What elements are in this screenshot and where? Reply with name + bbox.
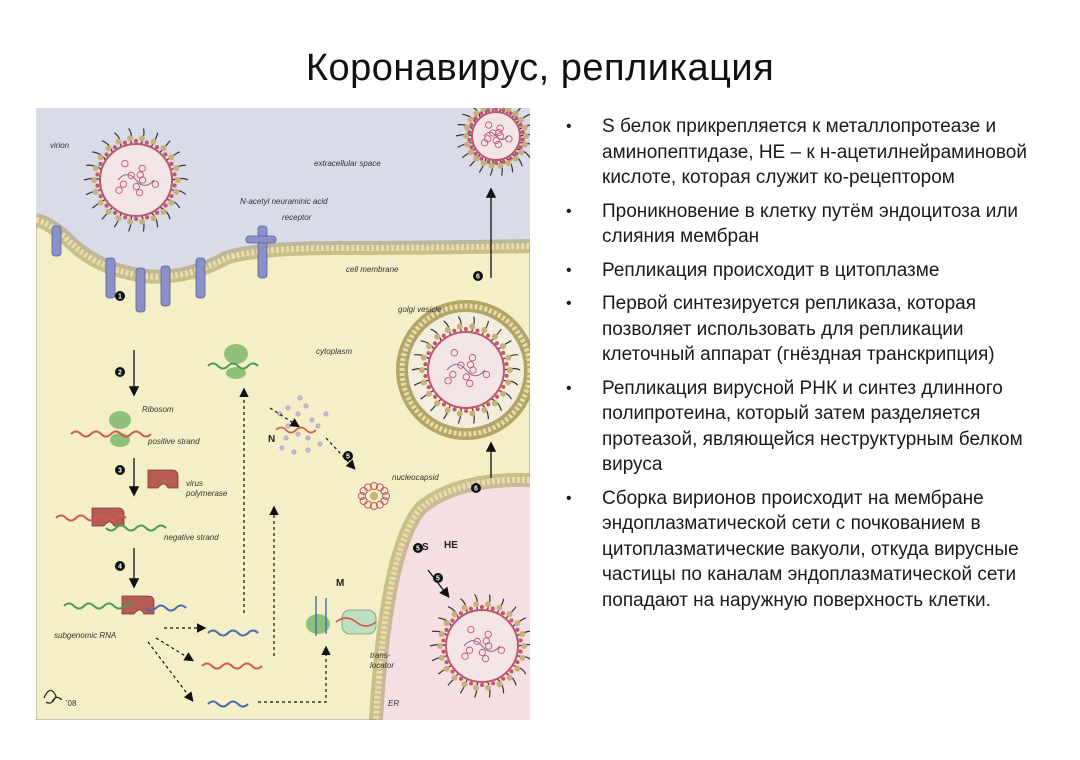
- label-n: N: [268, 434, 275, 445]
- label-nana: N-acetyl neuraminic acid: [240, 197, 328, 206]
- virion-released: [455, 108, 530, 176]
- svg-text:3: 3: [118, 468, 122, 475]
- label-virion: virion: [50, 141, 70, 150]
- bullet-dot: •: [566, 379, 572, 397]
- mrna-1: [207, 629, 259, 637]
- label-negative: negative strand: [164, 533, 219, 542]
- bullet-text: Проникновение в клетку путём эндоцитоза …: [602, 200, 1019, 248]
- bullet-text: Репликация вирусной РНК и синтез длинног…: [602, 377, 1023, 476]
- label-virus: virus: [186, 479, 203, 488]
- label-receptor: receptor: [282, 213, 312, 222]
- label-he: HE: [444, 540, 458, 551]
- arrow-dashed-2: [155, 637, 195, 662]
- bullet-dot: •: [566, 202, 572, 220]
- svg-text:6: 6: [474, 486, 478, 493]
- virion-budding: [429, 594, 530, 698]
- bullet-item: • S белок прикрепляется к металлопротеазе…: [560, 114, 1060, 191]
- bullet-dot: •: [566, 489, 572, 507]
- bullet-dot: •: [566, 118, 572, 135]
- receptor: [51, 225, 277, 313]
- positive-strand-rna: [70, 430, 152, 438]
- virion-entering: [83, 128, 189, 232]
- coronavirus-replication-diagram: 1 2 3 4 5 5 5 6 6 virion extracellular s…: [36, 108, 530, 720]
- arrow-dashed-n: [325, 437, 356, 470]
- ribosome-2: [224, 344, 248, 379]
- arrow-dashed-3: [147, 641, 194, 702]
- signature-mark: [43, 689, 63, 704]
- label-subgenomic: subgenomic RNA: [54, 631, 116, 640]
- svg-text:1: 1: [118, 294, 122, 301]
- label-s: S: [422, 542, 429, 553]
- subgenomic-rna-blue: [145, 604, 187, 612]
- bullet-text: Сборка вирионов происходит на мембране э…: [602, 487, 1019, 611]
- bullet-item: • Репликация происходит в цитоплазме: [560, 258, 1060, 284]
- svg-text:6: 6: [476, 274, 480, 281]
- bullet-item: • Репликация вирусной РНК и синтез длинно…: [560, 376, 1060, 478]
- label-polymerase: polymerase: [185, 489, 228, 498]
- n-protein-cluster: [277, 395, 329, 455]
- bullet-item: • Первой синтезируется репликаза, которая…: [560, 291, 1060, 368]
- negative-strand-rna: [105, 524, 167, 532]
- arrow-dashed-m: [258, 645, 331, 703]
- label-m: M: [336, 578, 344, 589]
- nucleocapsid: [358, 482, 390, 510]
- label-trans: trans-: [370, 651, 391, 660]
- label-cell-membrane: cell membrane: [346, 265, 399, 274]
- svg-text:5: 5: [346, 454, 350, 461]
- subgenomic-rna-green: [63, 602, 135, 610]
- svg-text:5: 5: [436, 576, 440, 583]
- translocator: [306, 596, 377, 636]
- bullet-dot: •: [566, 295, 572, 312]
- virion-in-golgi: [411, 316, 521, 424]
- label-cytoplasm: cytoplasm: [316, 347, 352, 356]
- bullet-item: • Сборка вирионов происходит на мембране …: [560, 486, 1060, 614]
- bullet-text: Репликация происходит в цитоплазме: [602, 259, 940, 281]
- mrna-2: [201, 662, 263, 670]
- step-markers: 1 2 3 4 5 5 5 6 6: [115, 271, 483, 583]
- bullet-item: • Проникновение в клетку путём эндоцитоза…: [560, 199, 1060, 250]
- negative-strand-pair-red: [55, 514, 127, 522]
- extracellular-space: [36, 108, 530, 277]
- label-signature: '08: [66, 699, 77, 708]
- label-extracellular: extracellular space: [314, 159, 381, 168]
- label-nucleocapsid: nucleocapsid: [392, 473, 439, 482]
- svg-text:2: 2: [118, 370, 122, 377]
- label-positive: positive strand: [147, 437, 200, 446]
- label-golgi: golgi vesicle: [398, 305, 442, 314]
- bullet-text: Первой синтезируется репликаза, которая …: [602, 293, 995, 365]
- slide-title: Коронавирус, репликация: [305, 47, 775, 90]
- bullet-list: • S белок прикрепляется к металлопротеазе…: [560, 114, 1060, 621]
- label-ribosom: Ribosom: [142, 405, 174, 414]
- bullet-text: S белок прикрепляется к металлопротеазе …: [602, 116, 1027, 188]
- virus-polymerase: [91, 469, 179, 615]
- svg-text:4: 4: [118, 564, 122, 571]
- bullet-dot: •: [566, 261, 572, 279]
- label-locator: locator: [370, 661, 394, 670]
- svg-text:5: 5: [416, 546, 420, 553]
- mrna-3: [207, 700, 249, 708]
- rna-top: [207, 362, 259, 370]
- label-er: ER: [388, 699, 399, 708]
